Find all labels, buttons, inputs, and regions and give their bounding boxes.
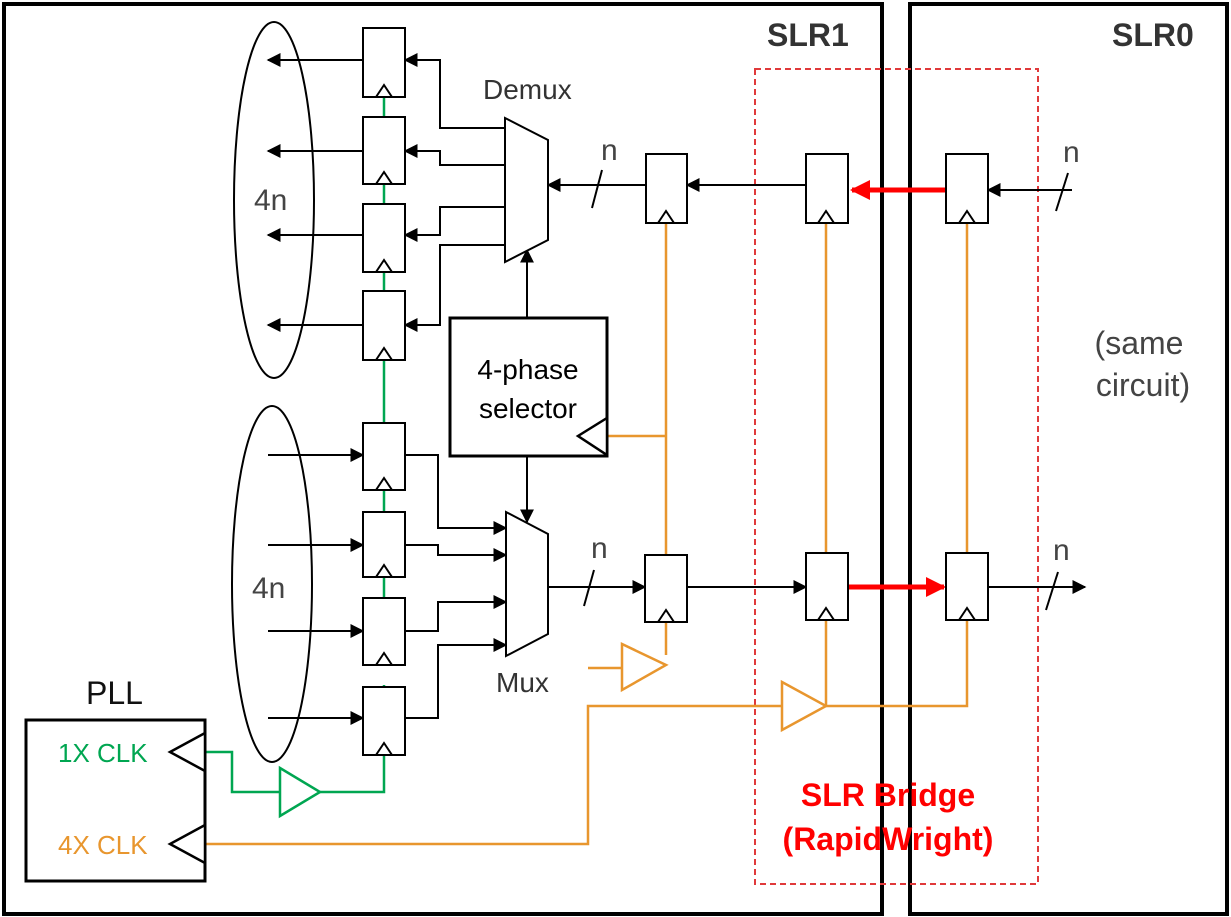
selector-clock-icon [575,415,609,458]
slr1-label: SLR1 [767,17,849,53]
slr0-region [908,2,1229,916]
demux-label: Demux [483,74,572,105]
clock-4x-buffer-large [780,679,829,733]
group-ellipse-top [233,21,315,379]
clk-1x-label: 1X CLK [58,738,148,768]
same-circuit-line2: circuit) [1096,367,1190,403]
bus-width-top-right: n [1063,136,1080,169]
register-bottom-3 [362,597,406,666]
register-top-2 [362,116,406,185]
demux-block [504,116,549,264]
bridge-label-line2: (RapidWright) [783,821,994,857]
selector-label-line1: 4-phase [477,354,578,385]
selector-label-line2: selector [479,393,577,424]
clk-1x-port-icon [167,730,207,774]
register-top-3 [362,203,406,273]
pll-block [24,718,207,883]
bus-width-bottom-right: n [1053,534,1070,567]
bus-width-top-left: n [601,134,618,167]
data-wires [266,53,1087,725]
group-top-label: 4n [254,184,287,217]
register-bottom-1 [362,422,406,491]
pll-label: PLL [86,675,143,711]
register-top-1 [362,27,406,98]
register-tx-slr1-bridge [805,552,849,621]
clock-4x-wires [205,223,969,846]
slr-bridge-box [754,68,1039,885]
bus-width-bottom-left: n [591,532,608,565]
clk-4x-label: 4X CLK [58,830,148,860]
mux-label: Mux [496,667,549,698]
flip-flops [362,27,989,756]
slr0-label: SLR0 [1112,17,1194,53]
slr1-region [2,2,884,916]
register-top-4 [362,290,406,361]
group-ellipse-bottom [231,405,313,763]
register-bottom-2 [362,511,406,578]
mux-block [505,510,549,658]
clock-4x-buffer-small [620,642,669,693]
register-rx-slr1-bridge [805,153,849,224]
register-tx-slr1-pipe [644,554,688,623]
register-rx-slr1-pipe [645,153,688,224]
register-tx-slr0-bridge [945,153,989,224]
group-bottom-label: 4n [252,572,285,605]
clock-1x-buffer [278,765,323,819]
same-circuit-line1: (same [1095,325,1184,361]
clk-4x-port-icon [167,822,207,866]
register-bottom-4 [362,686,406,756]
bridge-label-line1: SLR Bridge [801,777,975,813]
register-rx-slr0-bridge [945,552,989,621]
clock-1x-wires [205,97,386,794]
